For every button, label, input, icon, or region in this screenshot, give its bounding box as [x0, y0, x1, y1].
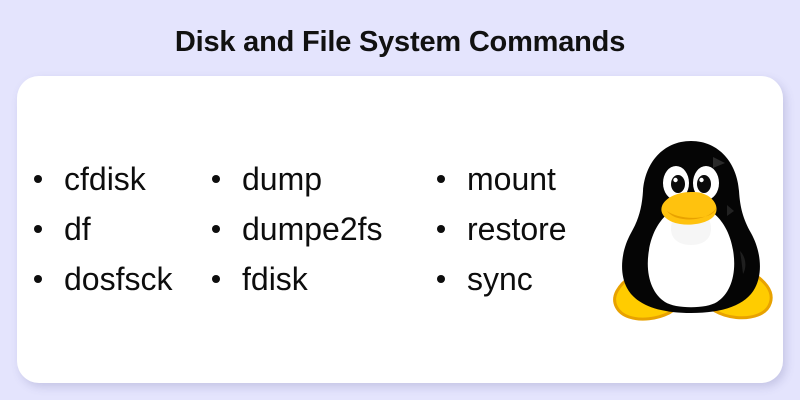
page-title: Disk and File System Commands: [174, 26, 626, 58]
bullet-icon: [34, 225, 42, 233]
command-label: sync: [467, 261, 533, 297]
commands-card: cfdisk df dosfsck dump dumpe2fs fd: [17, 76, 783, 383]
command-column-1: cfdisk df dosfsck: [34, 154, 172, 304]
bullet-icon: [34, 175, 42, 183]
list-item: restore: [437, 204, 567, 254]
bullet-icon: [212, 225, 220, 233]
bullet-icon: [212, 275, 220, 283]
command-label: cfdisk: [64, 161, 146, 197]
list-item: dump: [212, 154, 383, 204]
list-item: sync: [437, 254, 567, 304]
list-item: cfdisk: [34, 154, 172, 204]
command-label: dumpe2fs: [242, 211, 383, 247]
list-item: fdisk: [212, 254, 383, 304]
command-label: mount: [467, 161, 556, 197]
tux-penguin-icon: [601, 133, 781, 328]
command-label: df: [64, 211, 91, 247]
bullet-icon: [212, 175, 220, 183]
command-label: fdisk: [242, 261, 308, 297]
command-column-2: dump dumpe2fs fdisk: [212, 154, 383, 304]
command-label: dosfsck: [64, 261, 173, 297]
list-item: dumpe2fs: [212, 204, 383, 254]
list-item: dosfsck: [34, 254, 172, 304]
bullet-icon: [437, 225, 445, 233]
command-label: dump: [242, 161, 323, 197]
bullet-icon: [34, 275, 42, 283]
command-column-3: mount restore sync: [437, 154, 567, 304]
bullet-icon: [437, 175, 445, 183]
list-item: df: [34, 204, 172, 254]
list-item: mount: [437, 154, 567, 204]
bullet-icon: [437, 275, 445, 283]
command-list: cfdisk df dosfsck dump dumpe2fs fd: [17, 76, 783, 383]
command-label: restore: [467, 211, 567, 247]
